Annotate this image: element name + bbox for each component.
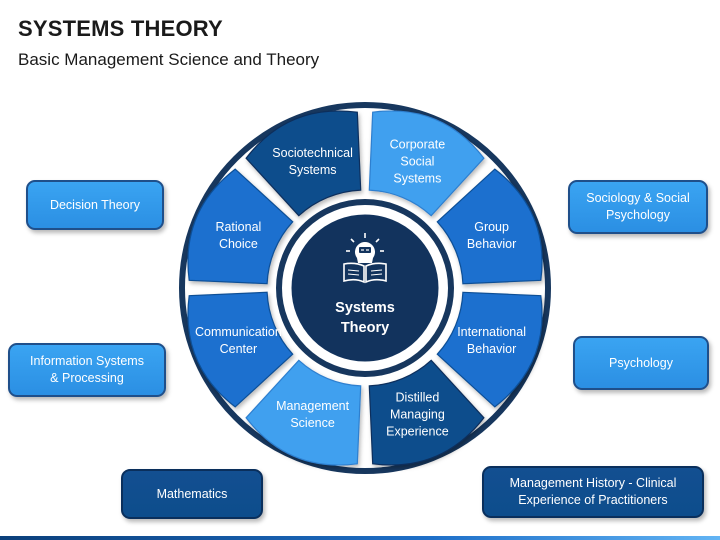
outer-connector-ring <box>179 102 551 474</box>
field-box-label: Information Systems & Processing <box>30 354 144 385</box>
segment-shape <box>245 110 362 217</box>
segment-shape <box>368 359 485 466</box>
bottom-accent-bar <box>0 536 720 540</box>
page-subtitle: Basic Management Science and Theory <box>18 50 320 69</box>
segment-shape <box>245 359 362 466</box>
center-hub <box>288 211 442 365</box>
field-box-label: Sociology & Social Psychology <box>586 191 690 222</box>
field-box-management-history: Management History - Clinical Experience… <box>482 466 704 518</box>
field-box-label: Decision Theory <box>49 197 141 212</box>
field-box-label: Mathematics <box>156 486 228 501</box>
page-title: SYSTEMS THEORY <box>18 16 223 41</box>
field-box-psychology: Psychology <box>573 336 709 390</box>
field-box-decision-theory: Decision Theory <box>26 180 164 230</box>
segment-shape <box>436 291 543 408</box>
segment-shape <box>368 110 485 217</box>
segment-shape <box>187 168 294 285</box>
field-box-mathematics: Mathematics <box>121 469 263 519</box>
lightbulb-book-icon <box>343 233 387 284</box>
field-box-sociology-social-psychology: Sociology & Social Psychology <box>568 180 708 234</box>
segment-shape <box>436 168 543 285</box>
segment-shape <box>187 291 294 408</box>
field-box-label: Psychology <box>609 355 673 370</box>
field-box-information-systems-processing: Information Systems & Processing <box>8 343 166 397</box>
field-box-label: Management History - Clinical Experience… <box>509 476 677 507</box>
